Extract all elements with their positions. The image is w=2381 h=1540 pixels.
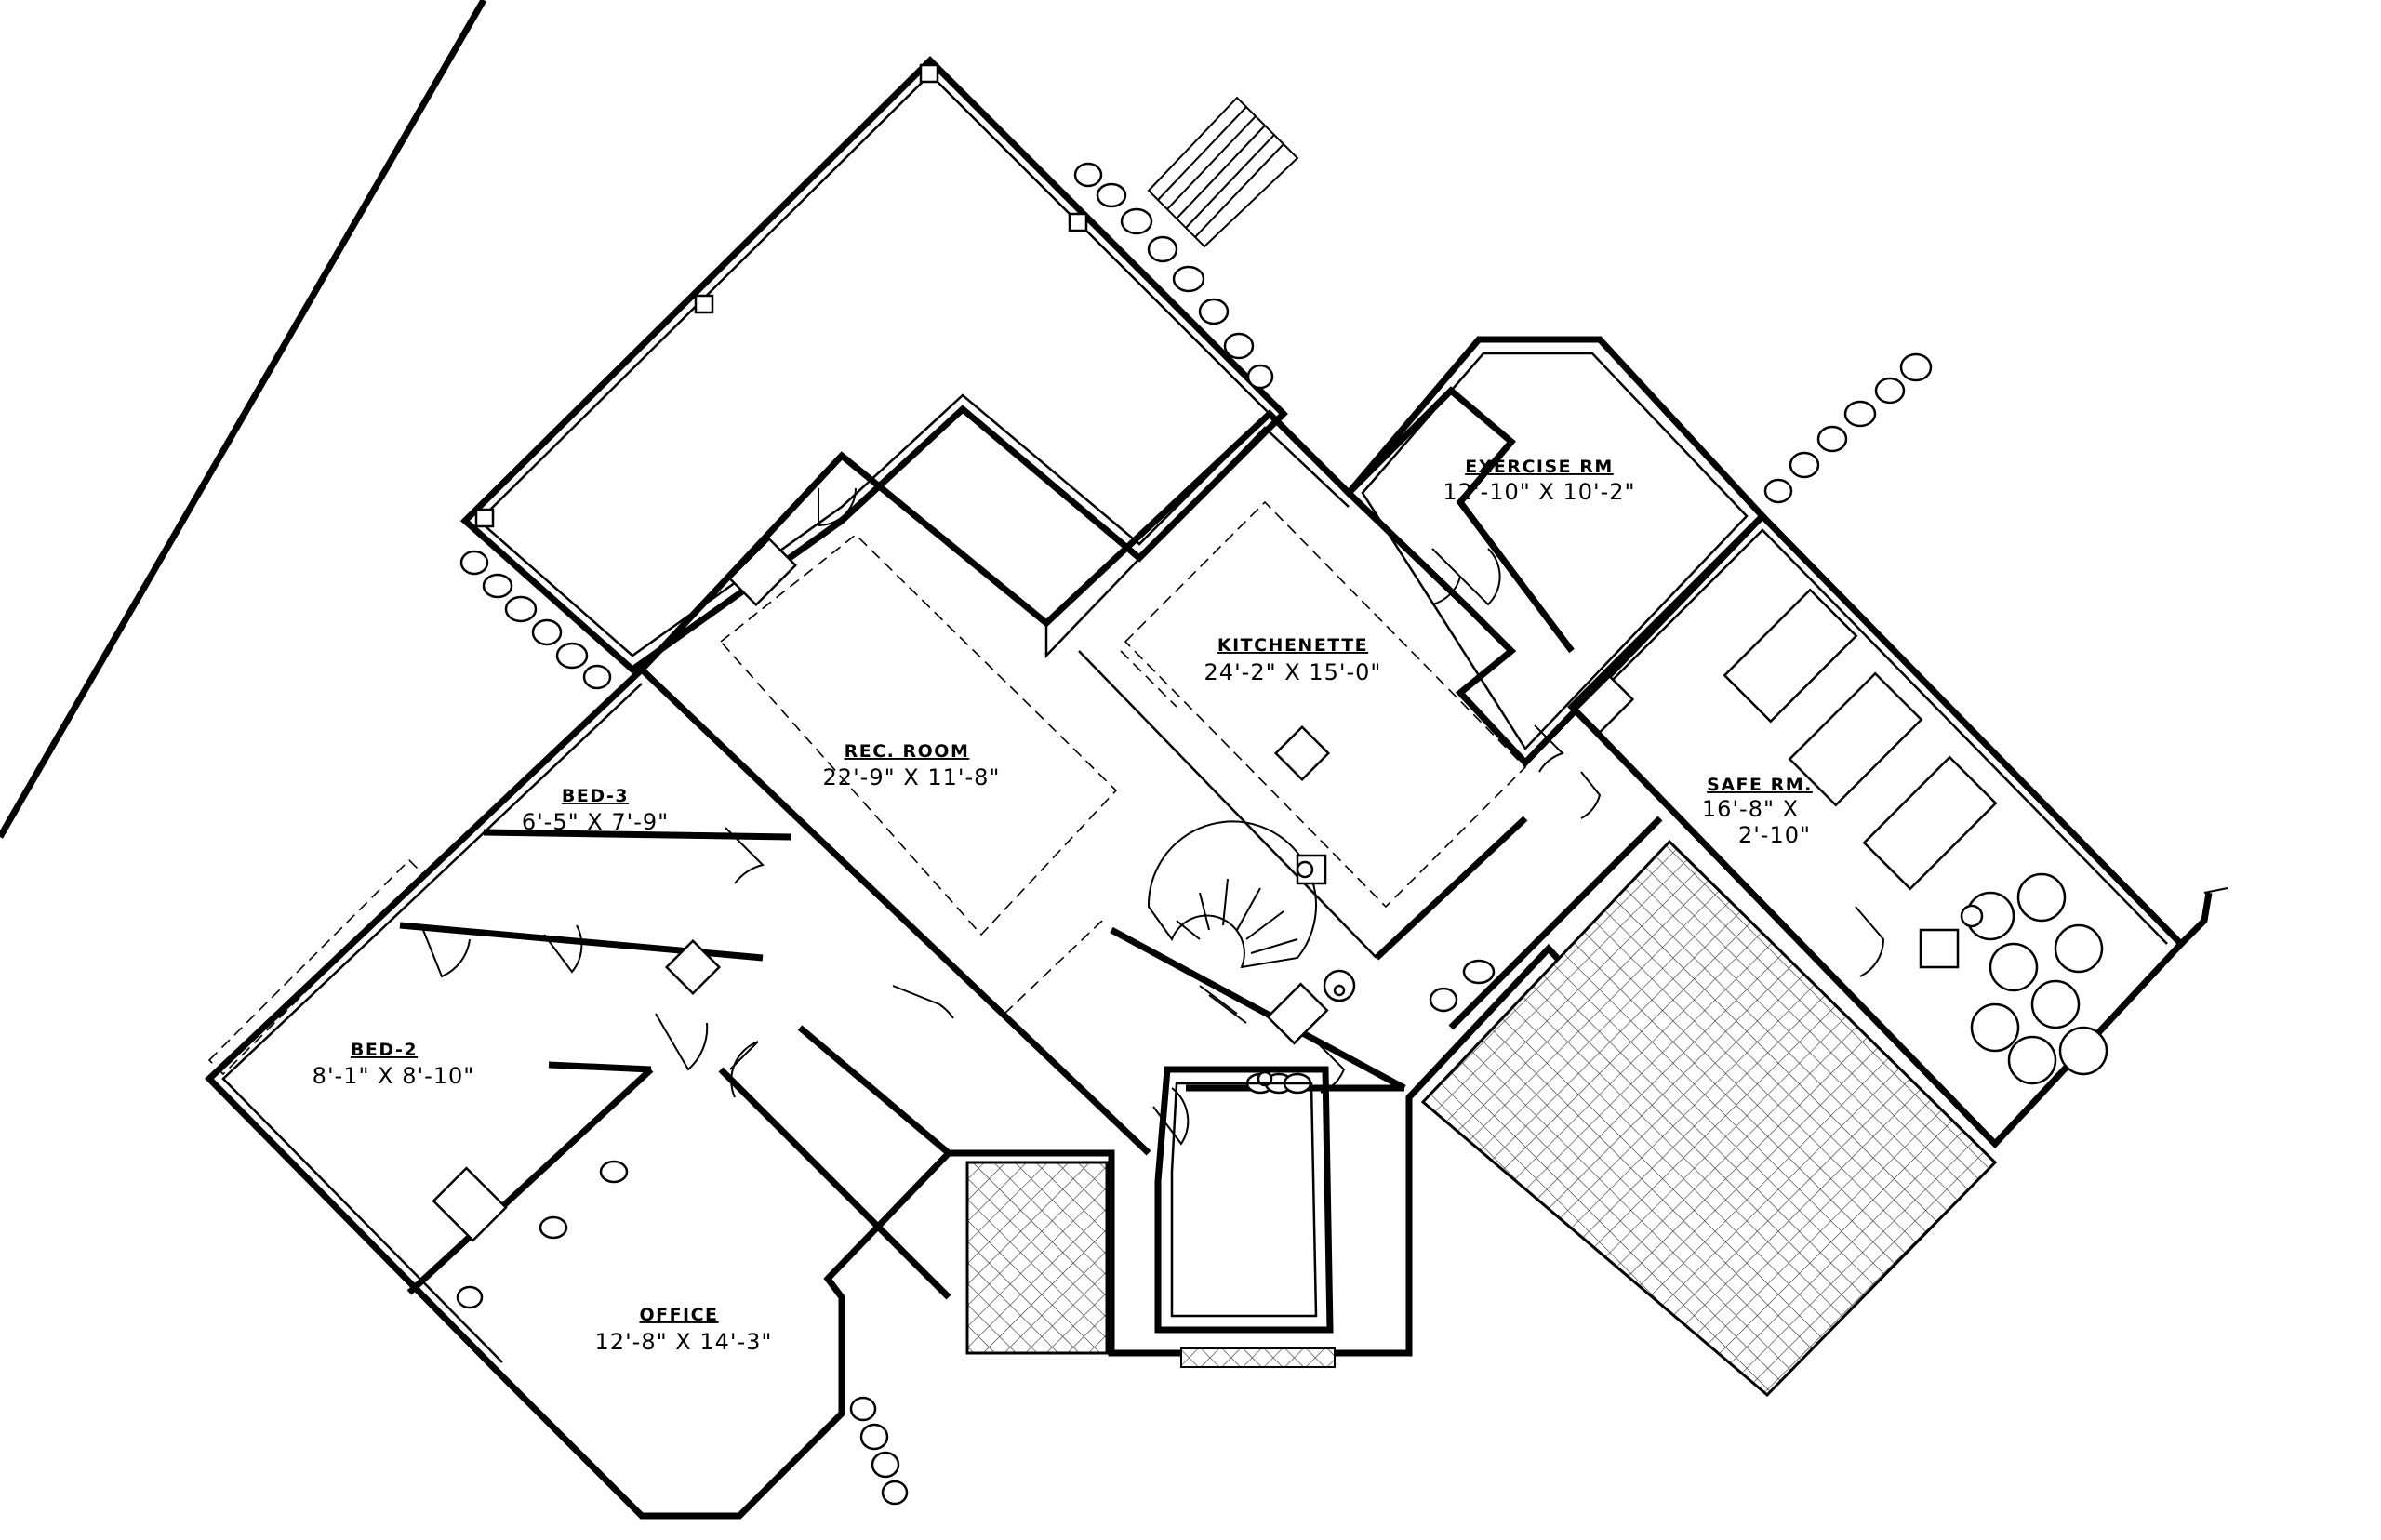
room-label-bed2: BED-2 8'-1" X 8'-10": [313, 1040, 475, 1089]
sink-icon: [1266, 982, 1329, 1045]
bed-icon: [1723, 588, 1858, 724]
room-label-kitchenette: KITCHENETTE 24'-2" X 15'-0": [1204, 635, 1382, 685]
hatched-areas: [965, 839, 1998, 1398]
exterior-stair: [1147, 96, 1299, 248]
paved-terrace: [1420, 839, 1998, 1398]
rec-room-dims: 22'-9" X 11'-8": [823, 764, 1001, 790]
sink-icon: [1273, 724, 1331, 782]
column-icon: [694, 294, 714, 314]
bed2-dims: 8'-1" X 8'-10": [313, 1063, 475, 1089]
toilet-icon: [456, 1285, 484, 1309]
column-icon: [919, 63, 939, 84]
bed3-name: BED-3: [562, 786, 629, 806]
fireplace-icon: [727, 537, 798, 607]
exercise-room-name: EXERCISE RM: [1465, 457, 1614, 477]
room-label-bed3: BED-3 6'-5" X 7'-9": [522, 786, 669, 835]
room-label-rec-room: REC. ROOM 22'-9" X 11'-8": [823, 741, 1001, 790]
bed2-name: BED-2: [351, 1040, 418, 1060]
wardrobe-icon: [664, 938, 722, 996]
room-label-exercise: EXERCISE RM 12'-10" X 10'-2": [1443, 457, 1635, 505]
step-pad: [1180, 1348, 1336, 1368]
kitchenette-dims: 24'-2" X 15'-0": [1204, 659, 1382, 685]
bed-icon: [1862, 755, 1998, 891]
column-icon: [474, 508, 495, 528]
fixtures: [432, 537, 2108, 1309]
window-well: [965, 1161, 1109, 1355]
covered-patio: [459, 56, 1288, 674]
office-dims: 12'-8" X 14'-3": [595, 1329, 773, 1355]
room-label-safe-room: SAFE RM. 16'-8" X 2'-10": [1702, 775, 1813, 848]
sink-icon: [539, 1215, 568, 1240]
bed3-dims: 6'-5" X 7'-9": [522, 809, 669, 835]
safe-room-dims-line1: 16'-8" X: [1702, 796, 1799, 822]
house-walls: [0, 0, 2228, 1520]
ceiling-outlines: [207, 500, 1527, 1076]
office-name: OFFICE: [639, 1305, 718, 1325]
spiral-stair: [1147, 820, 1317, 1024]
exercise-room-dims: 12'-10" X 10'-2": [1443, 479, 1635, 505]
cabinet-icon: [1575, 674, 1635, 735]
safe-room-dims-line2: 2'-10": [1738, 822, 1811, 848]
bed-icon: [1788, 671, 1923, 807]
stair-well: [1154, 1066, 1334, 1334]
sink-icon: [1429, 987, 1458, 1013]
rec-room-name: REC. ROOM: [845, 741, 970, 762]
bathtub-icon: [432, 1166, 508, 1242]
sink-icon: [599, 1160, 629, 1184]
sink-icon: [1919, 928, 1960, 969]
kitchenette-name: KITCHENETTE: [1217, 635, 1368, 656]
landscape-rocks: [459, 162, 1933, 1506]
column-icon: [1068, 212, 1088, 232]
safe-room-name: SAFE RM.: [1707, 775, 1813, 795]
room-label-office: OFFICE 12'-8" X 14'-3": [595, 1305, 773, 1355]
toilet-icon: [1462, 959, 1496, 985]
